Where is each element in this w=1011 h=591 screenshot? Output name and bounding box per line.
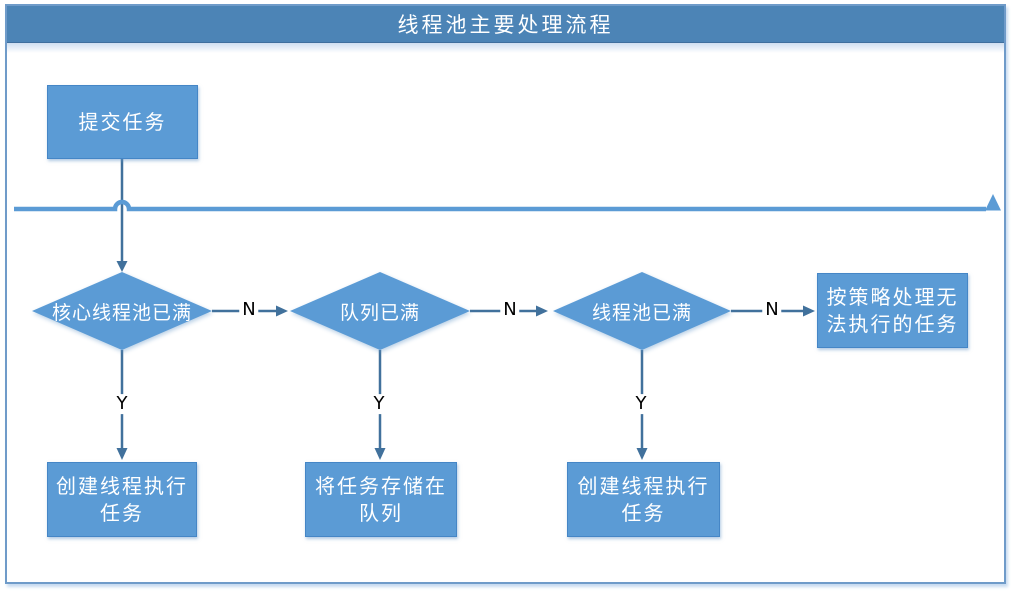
node-store-in-queue-label: 将任务存储在队列	[315, 473, 447, 525]
diagram-title-bar: 线程池主要处理流程	[7, 6, 1004, 43]
node-create-thread-2: 创建线程执行任务	[567, 462, 720, 537]
node-submit-task: 提交任务	[47, 85, 198, 159]
node-queue-full: 队列已满	[290, 272, 470, 350]
node-core-pool-full: 核心线程池已满	[32, 272, 212, 350]
node-create-thread-1-label: 创建线程执行任务	[56, 473, 188, 525]
node-queue-full-shape: 队列已满	[290, 272, 470, 350]
edge-label-core-no: N	[239, 300, 259, 320]
node-pool-full-label: 线程池已满	[591, 301, 692, 324]
node-core-pool-full-label: 核心线程池已满	[51, 301, 192, 324]
node-queue-full-label: 队列已满	[339, 301, 420, 324]
node-reject-policy-label: 按策略处理无法执行的任务	[826, 284, 959, 336]
edge-label-core-yes: Y	[113, 394, 131, 414]
node-reject-policy: 按策略处理无法执行的任务	[817, 273, 968, 348]
edge-label-queue-no: N	[500, 300, 520, 320]
diagram-title: 线程池主要处理流程	[397, 13, 614, 37]
node-core-pool-full-shape: 核心线程池已满	[32, 272, 212, 350]
edge-label-pool-yes: Y	[632, 394, 650, 414]
node-pool-full-shape: 线程池已满	[553, 272, 731, 350]
edge-label-queue-yes: Y	[370, 394, 388, 414]
node-pool-full: 线程池已满	[553, 272, 731, 350]
node-create-thread-1: 创建线程执行任务	[47, 462, 197, 537]
node-submit-task-label: 提交任务	[78, 109, 167, 134]
title-bar-fade	[7, 43, 1004, 53]
edge-label-pool-no: N	[762, 300, 782, 320]
node-store-in-queue: 将任务存储在队列	[305, 462, 457, 537]
node-create-thread-2-label: 创建线程执行任务	[577, 473, 710, 525]
